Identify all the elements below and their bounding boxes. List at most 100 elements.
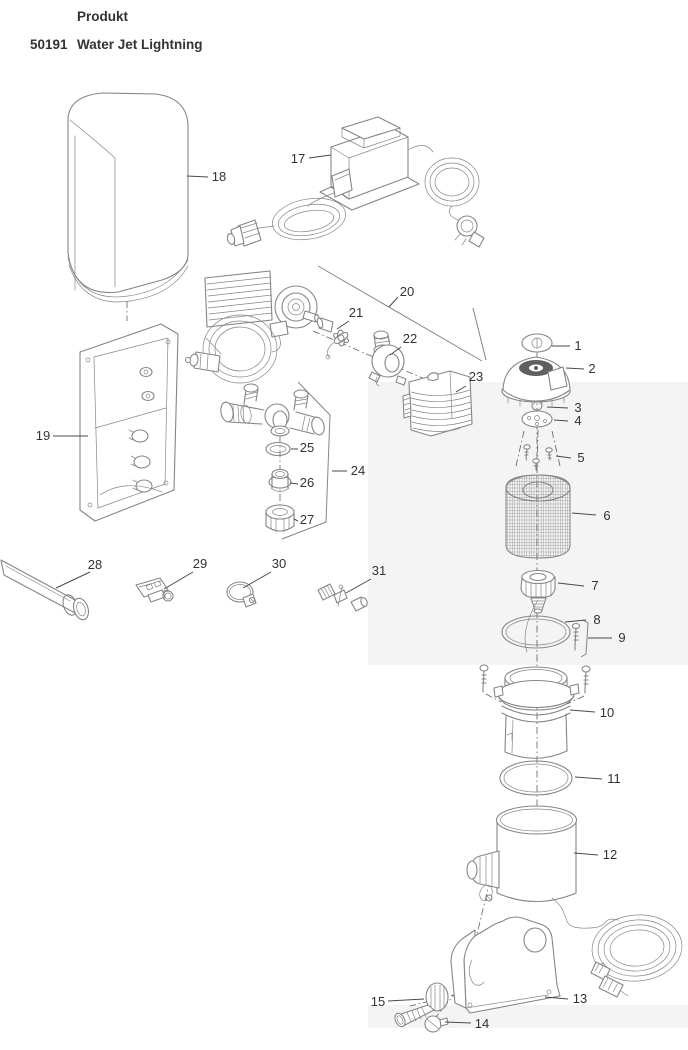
callout-3: 3 bbox=[546, 400, 582, 415]
screw bbox=[479, 664, 489, 693]
callout-layer: 1234567891011121314151718192021222324252… bbox=[36, 151, 626, 1031]
callout-6: 6 bbox=[571, 508, 611, 523]
callout-leader-28 bbox=[55, 571, 91, 589]
callout-number-10: 10 bbox=[600, 705, 614, 720]
callout-12: 12 bbox=[573, 847, 617, 862]
group-lines bbox=[281, 265, 589, 658]
callout-number-17: 17 bbox=[291, 151, 305, 166]
product-number: 50191 bbox=[30, 37, 68, 52]
callout-1: 1 bbox=[552, 338, 582, 353]
callout-number-19: 19 bbox=[36, 428, 50, 443]
callout-5: 5 bbox=[555, 450, 585, 465]
callout-24: 24 bbox=[332, 463, 365, 478]
callout-9: 9 bbox=[588, 630, 626, 645]
part-18-cover bbox=[67, 92, 189, 303]
callout-13: 13 bbox=[544, 991, 587, 1006]
part-2-spray-head bbox=[501, 351, 571, 407]
callout-leader-11 bbox=[574, 776, 603, 780]
callout-number-25: 25 bbox=[300, 440, 314, 455]
callout-number-3: 3 bbox=[574, 400, 581, 415]
callout-19: 19 bbox=[36, 428, 88, 443]
callout-leader-30 bbox=[242, 571, 272, 589]
callout-number-11: 11 bbox=[607, 771, 621, 786]
part-1-cap bbox=[521, 333, 553, 353]
callout-leader-3 bbox=[546, 406, 569, 409]
callout-number-1: 1 bbox=[574, 338, 581, 353]
callout-leader-5 bbox=[555, 455, 572, 459]
part-8-oring bbox=[501, 599, 571, 653]
product-name: Water Jet Lightning bbox=[77, 37, 203, 52]
callout-20: 20 bbox=[388, 284, 414, 308]
callout-leader-27 bbox=[293, 518, 299, 522]
callout-leader-6 bbox=[571, 512, 597, 516]
callout-leader-22 bbox=[389, 346, 402, 356]
callout-number-5: 5 bbox=[577, 450, 584, 465]
callout-number-9: 9 bbox=[618, 630, 625, 645]
part-14-thumb-screw bbox=[424, 1015, 449, 1033]
part-9-screw bbox=[571, 622, 581, 651]
callout-4: 4 bbox=[553, 413, 582, 428]
callout-number-29: 29 bbox=[193, 556, 207, 571]
cable-plug bbox=[590, 961, 629, 998]
part-28-ground-stake bbox=[0, 559, 90, 621]
screw bbox=[581, 665, 591, 694]
callout-leader-29 bbox=[163, 571, 194, 590]
callout-leader-23 bbox=[455, 385, 467, 393]
callout-29: 29 bbox=[163, 556, 207, 590]
callout-number-18: 18 bbox=[212, 169, 226, 184]
part-12-housing bbox=[466, 805, 683, 998]
part-20-pump-motor bbox=[184, 270, 320, 384]
callout-2: 2 bbox=[565, 361, 596, 376]
callout-number-26: 26 bbox=[300, 475, 314, 490]
screw bbox=[523, 444, 531, 461]
callout-leader-10 bbox=[569, 709, 596, 713]
callout-18: 18 bbox=[186, 169, 226, 184]
callout-8: 8 bbox=[564, 612, 601, 627]
callout-30: 30 bbox=[242, 556, 286, 589]
callout-26: 26 bbox=[289, 475, 314, 490]
part-15-threaded-connector bbox=[394, 982, 449, 1028]
screw bbox=[545, 447, 553, 461]
callout-leader-4 bbox=[553, 419, 569, 422]
part-25-washer bbox=[265, 441, 291, 457]
callout-number-15: 15 bbox=[371, 994, 385, 1009]
callout-number-31: 31 bbox=[372, 563, 386, 578]
part-31-connector bbox=[317, 583, 368, 612]
callout-leader-17 bbox=[308, 154, 332, 159]
callout-number-23: 23 bbox=[469, 369, 483, 384]
product-label: Produkt bbox=[77, 9, 129, 24]
callout-27: 27 bbox=[293, 512, 314, 527]
callout-number-22: 22 bbox=[403, 331, 417, 346]
callout-number-6: 6 bbox=[603, 508, 610, 523]
callout-31: 31 bbox=[345, 563, 386, 594]
part-4-plate bbox=[521, 410, 553, 428]
callout-21: 21 bbox=[336, 305, 363, 330]
part-6-filter bbox=[505, 474, 571, 559]
callout-11: 11 bbox=[574, 771, 621, 786]
part-11-oring bbox=[499, 760, 573, 796]
callout-15: 15 bbox=[371, 994, 425, 1009]
callout-7: 7 bbox=[557, 578, 599, 593]
callout-leader-15 bbox=[387, 998, 425, 1002]
part-5-screws bbox=[523, 444, 553, 471]
part-17-transformer bbox=[226, 116, 485, 248]
page-header: Produkt 50191 Water Jet Lightning bbox=[0, 0, 688, 60]
callout-10: 10 bbox=[569, 705, 614, 720]
callout-leader-14 bbox=[444, 1021, 472, 1024]
screw bbox=[532, 458, 540, 471]
part-7-knob bbox=[520, 569, 556, 614]
part-23-pump-casing bbox=[402, 370, 473, 437]
callout-22: 22 bbox=[389, 331, 417, 356]
callout-number-13: 13 bbox=[573, 991, 587, 1006]
callout-number-8: 8 bbox=[593, 612, 600, 627]
part-29-remote bbox=[135, 577, 174, 603]
callout-number-30: 30 bbox=[272, 556, 286, 571]
callout-leader-26 bbox=[289, 482, 299, 485]
callout-number-20: 20 bbox=[400, 284, 414, 299]
callout-23: 23 bbox=[455, 369, 483, 393]
callout-leader-31 bbox=[345, 578, 372, 594]
part-30-hose-clamp bbox=[226, 581, 257, 608]
callout-leader-12 bbox=[573, 852, 599, 856]
callout-leader-20 bbox=[388, 296, 399, 308]
